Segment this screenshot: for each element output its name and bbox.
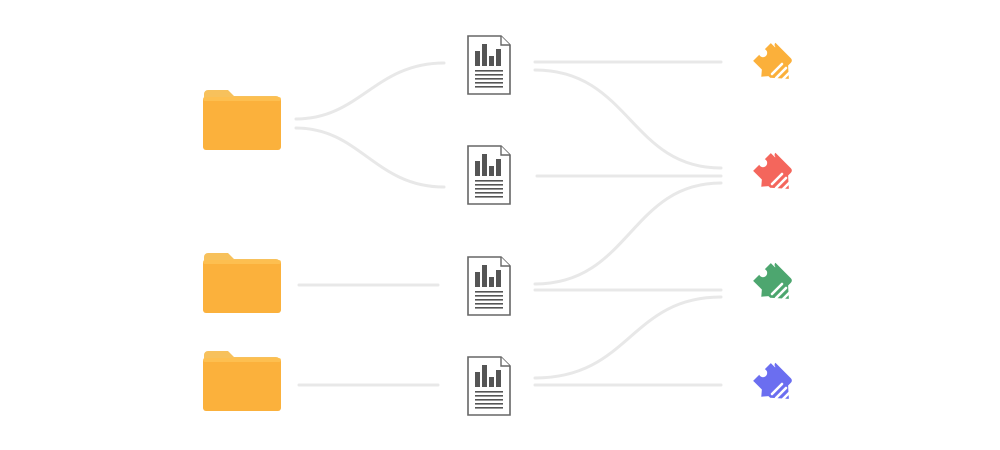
link-report4-tag3 — [533, 295, 723, 380]
report-document-icon — [466, 144, 512, 206]
link-report3-tag2 — [533, 181, 723, 286]
link-folder1-report2 — [294, 126, 446, 189]
report-document-icon — [466, 355, 512, 417]
folder-icon — [202, 251, 282, 315]
link-report1-tag2 — [533, 68, 723, 170]
price-tag-icon — [748, 148, 800, 200]
price-tag-icon — [748, 358, 800, 410]
link-folder1-report1 — [294, 61, 446, 121]
price-tag-icon — [748, 258, 800, 310]
report-document-icon — [466, 255, 512, 317]
report-document-icon — [466, 34, 512, 96]
folder-icon — [202, 88, 282, 152]
price-tag-icon — [748, 38, 800, 90]
folder-icon — [202, 349, 282, 413]
